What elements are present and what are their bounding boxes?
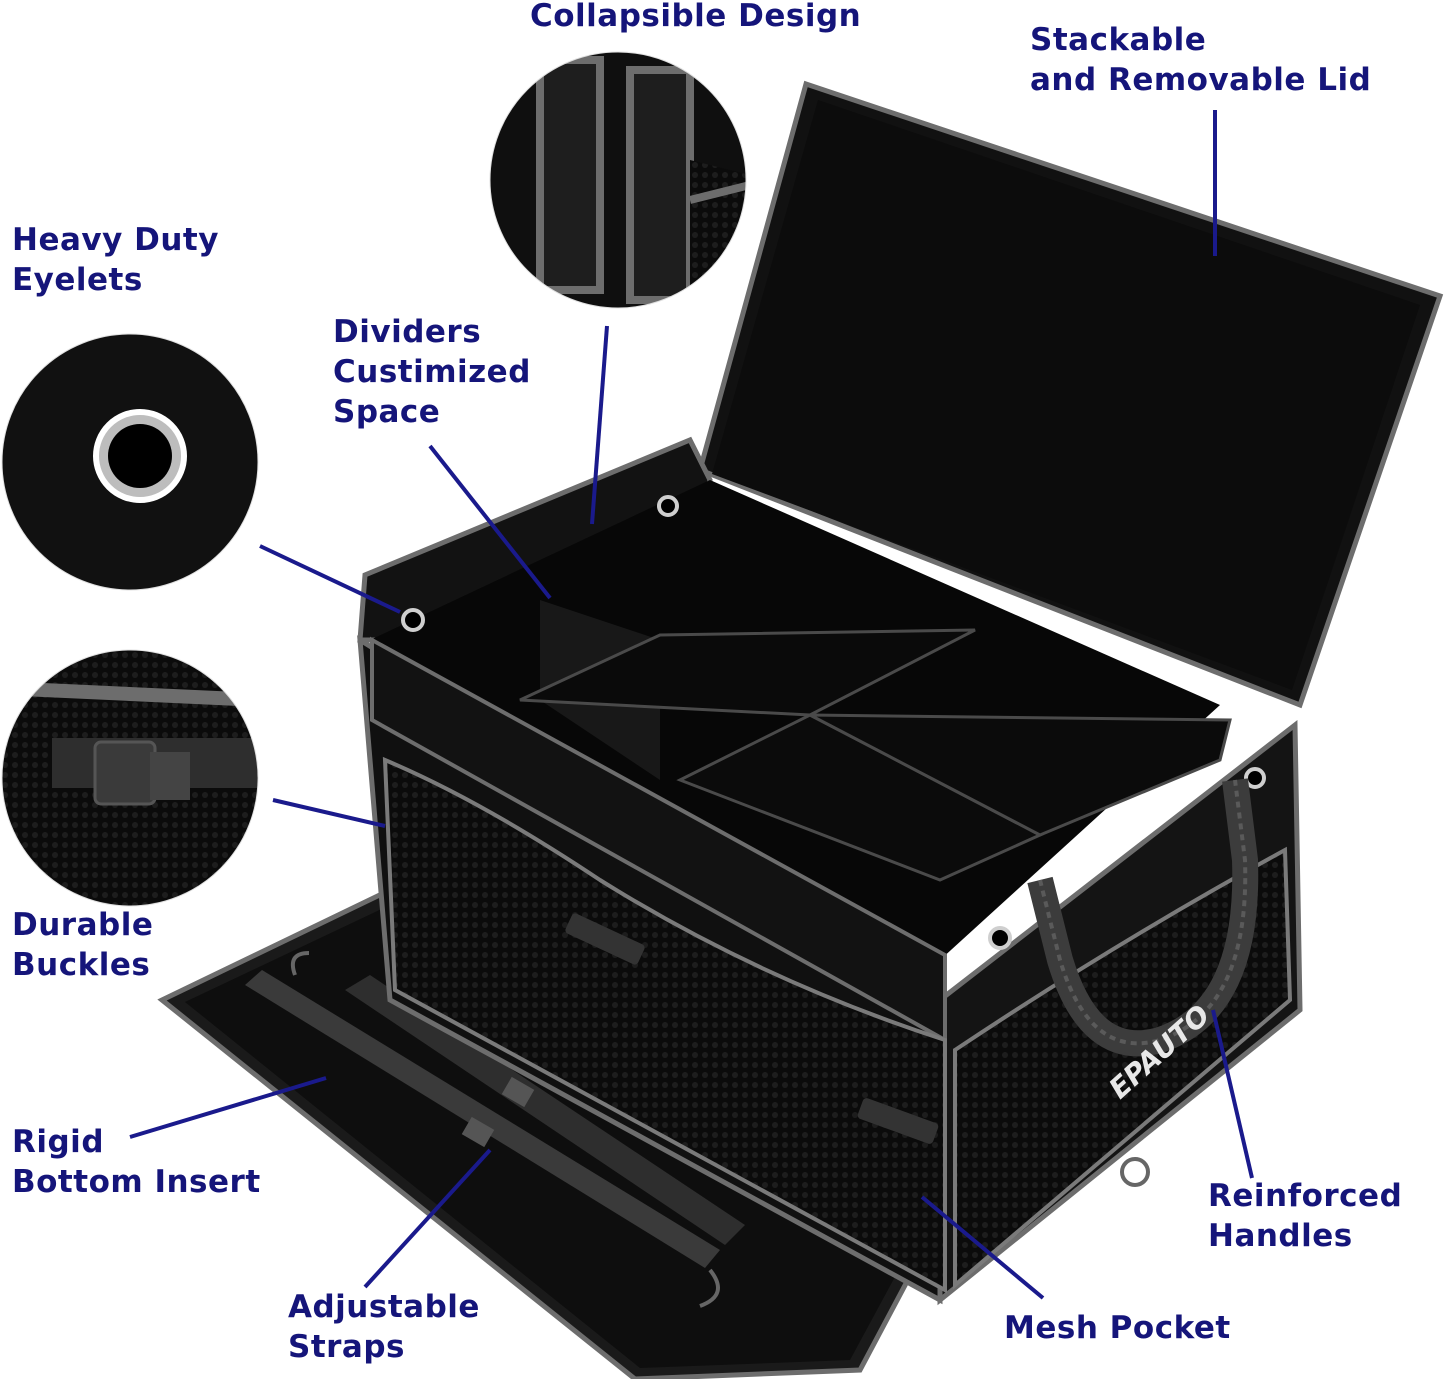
callout-line: Eyelets [12,262,143,298]
mesh-leader-line [920,1195,1045,1300]
organizer-box [357,436,1303,1306]
callout-stackable-lid: Stackable and Removable Lid [1030,20,1371,100]
callout-line: Space [333,394,441,430]
insert-leader-line [129,1076,327,1139]
callout-line: Mesh Pocket [1004,1310,1231,1346]
callout-line: Reinforced [1208,1178,1403,1214]
callout-collapsible-design: Collapsible Design [530,0,861,36]
callout-line: Collapsible Design [530,0,862,34]
callout-line: Bottom Insert [12,1164,261,1200]
lid [696,80,1444,709]
leader-lines [129,110,1254,1300]
callout-heavy-duty-eyelets: Heavy Duty Eyelets [12,220,219,300]
callout-line: Straps [288,1329,405,1365]
collapsible-leader-line [590,325,609,525]
dividers-leader-line [428,444,552,600]
buckle-detail-circle [2,650,258,906]
callout-line: Adjustable [288,1289,480,1325]
callout-line: Rigid [12,1124,105,1160]
handles-leader-line [1211,1009,1254,1179]
eyelets-leader-line [259,544,401,614]
buckles-leader-line [272,798,386,828]
callout-mesh-pocket: Mesh Pocket [1004,1308,1231,1348]
callout-line: Durable [12,907,154,943]
callout-line: Handles [1208,1218,1353,1254]
straps-leader-line [363,1148,492,1289]
callout-durable-buckles: Durable Buckles [12,905,153,985]
callout-reinforced-handles: Reinforced Handles [1208,1176,1402,1256]
callout-line: Heavy Duty [12,222,219,258]
callout-line: Stackable [1030,22,1207,58]
bottom-insert [157,887,949,1382]
callout-adjustable-straps: Adjustable Straps [288,1287,480,1367]
callout-line: Custimized [333,354,531,390]
collapsible-detail-circle [490,52,746,308]
callout-line: and Removable Lid [1030,62,1372,98]
callout-rigid-bottom-insert: Rigid Bottom Insert [12,1122,261,1202]
callout-line: Dividers [333,314,482,350]
callout-line: Buckles [12,947,151,983]
adjustable-strap [245,951,745,1308]
eyelet-detail-circle [2,334,258,590]
callout-dividers-space: Dividers Custimized Space [333,312,531,432]
